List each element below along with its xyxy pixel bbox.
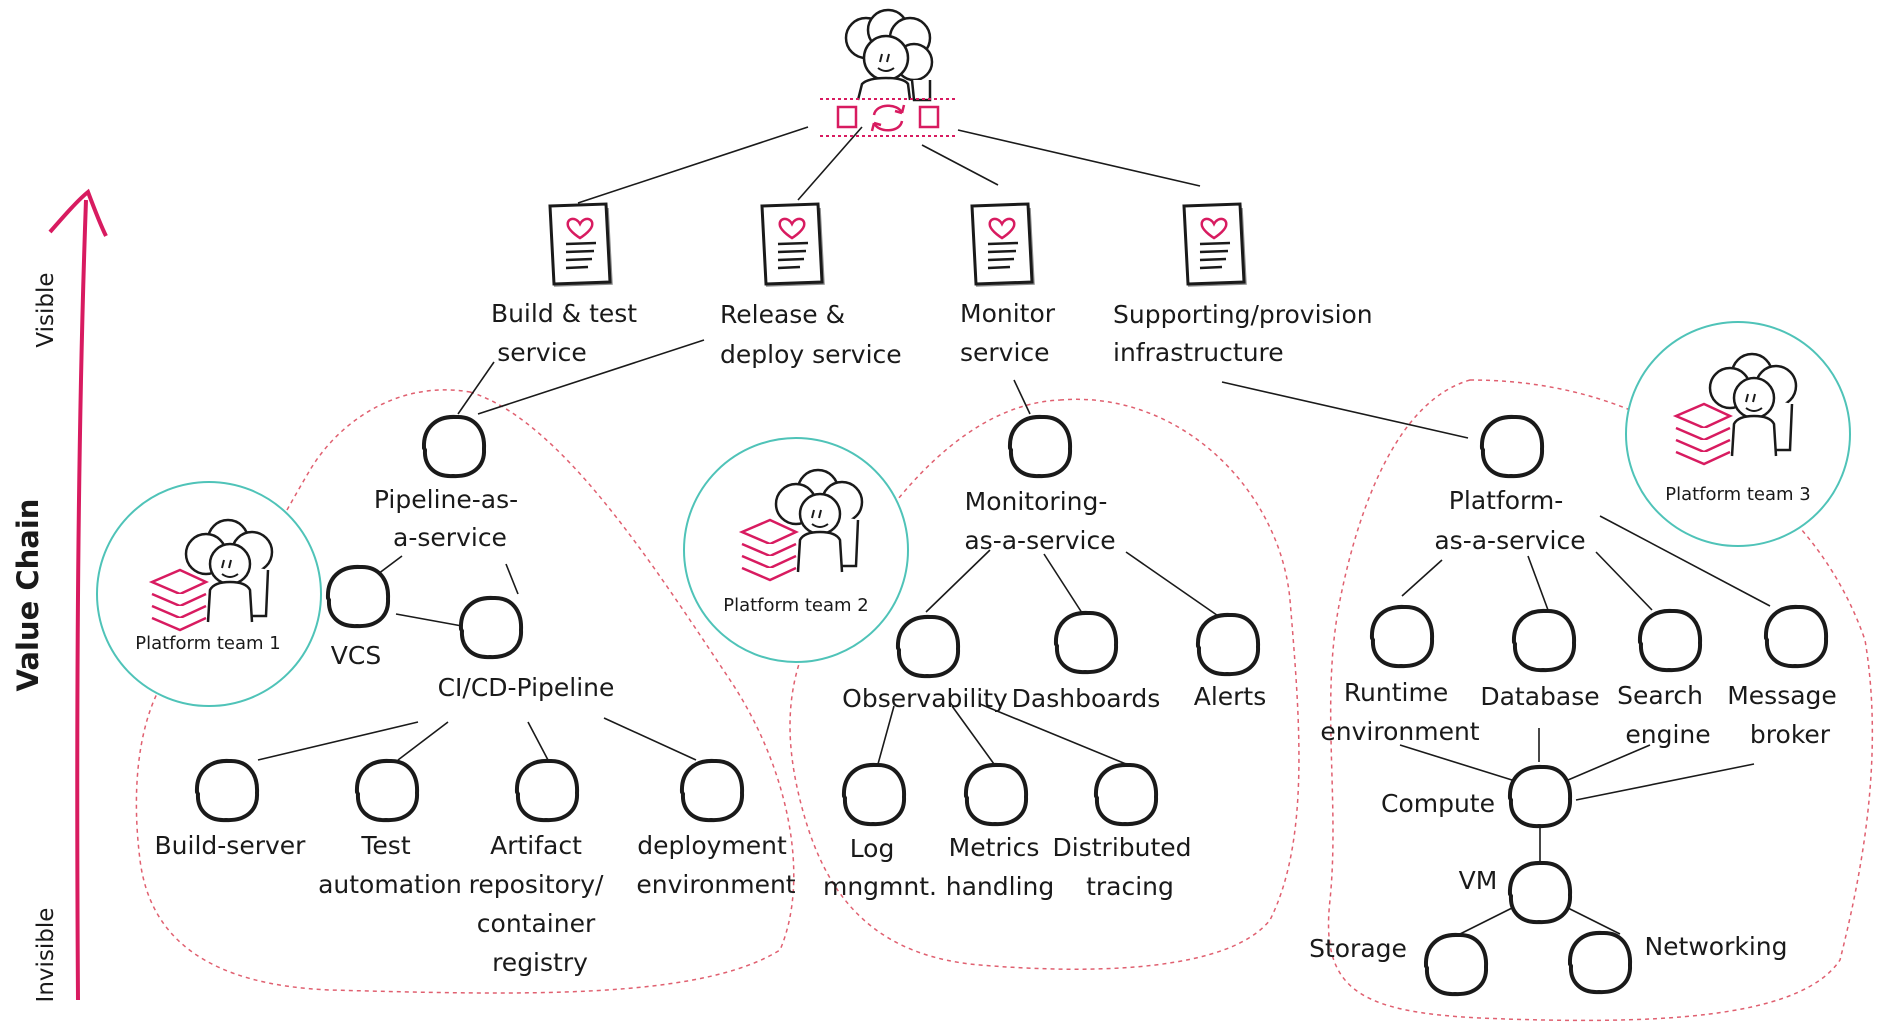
connectors (257, 126, 1771, 935)
axis-top-label: Visible (33, 272, 59, 347)
metrics-node (963, 762, 1029, 827)
pipeline-service-node (421, 414, 487, 479)
cicd-node (458, 595, 524, 660)
search-node (1637, 608, 1703, 673)
pipeline-service-label: Pipeline-as- a-service (374, 485, 526, 552)
cicd-label: CI/CD-Pipeline (438, 673, 615, 702)
networking-label: Networking (1644, 932, 1787, 961)
service-document-icon (1182, 202, 1248, 288)
platform-service-label: Platform- as-a-service (1434, 486, 1585, 555)
compute-label: Compute (1381, 789, 1495, 818)
test-automation-label: Test automation (318, 831, 462, 899)
database-label: Database (1480, 682, 1599, 711)
observability-node (895, 614, 961, 679)
artifact-repo-node (514, 758, 580, 823)
alerts-node (1195, 612, 1261, 677)
storage-label: Storage (1309, 934, 1407, 963)
axis-arrow-line (75, 199, 88, 1001)
service-document-icon (548, 202, 614, 288)
platform-team-1: Platform team 1 (96, 481, 322, 707)
value-chain-axis: Value Chain Visible Invisible (11, 188, 108, 1003)
search-label: Search engine (1617, 681, 1711, 749)
broker-label: Message broker (1727, 681, 1845, 749)
service-label-supporting-infrastructure: Supporting/provision infrastructure (1113, 300, 1381, 367)
artifact-repo-label: Artifact repository/ container registry (469, 831, 612, 977)
build-server-node (194, 758, 260, 823)
vm-label: VM (1459, 866, 1498, 895)
axis-bottom-label: Invisible (33, 908, 59, 1003)
service-label-monitor: Monitor service (960, 299, 1063, 367)
dashboards-label: Dashboards (1012, 684, 1161, 713)
platform-team-2-label: Platform team 2 (723, 595, 869, 616)
observability-label: Observability (842, 684, 1008, 713)
service-label-release-deploy: Release & deploy service (720, 300, 902, 369)
dashboards-node (1053, 610, 1119, 675)
log-mgmt-label: Log mngmnt. (823, 834, 937, 901)
platform-service-node (1479, 414, 1545, 479)
database-node (1511, 608, 1577, 673)
axis-title: Value Chain (11, 499, 45, 692)
runtime-node (1369, 604, 1435, 669)
tracing-node (1093, 762, 1159, 827)
platform-team-1-label: Platform team 1 (135, 633, 281, 654)
compute-node (1507, 764, 1573, 829)
vcs-label: VCS (331, 641, 381, 670)
alerts-label: Alerts (1194, 682, 1267, 711)
deploy-env-label: deployment environment (636, 831, 795, 899)
service-document-icon (970, 202, 1036, 288)
networking-node (1567, 930, 1633, 995)
feedback-loop-icon (820, 98, 956, 137)
deploy-env-node (679, 758, 745, 823)
team-2-boundary (789, 398, 1300, 970)
service-label-build-test: Build & test service (491, 299, 645, 367)
platform-team-3-label: Platform team 3 (1665, 484, 1811, 505)
vm-node (1507, 860, 1573, 925)
axis-arrowhead (48, 188, 108, 237)
tracing-label: Distributed tracing (1053, 833, 1200, 901)
service-document-icon (760, 202, 826, 288)
monitoring-service-label: Monitoring- as-a-service (964, 487, 1115, 555)
test-automation-node (354, 758, 420, 823)
runtime-label: Runtime environment (1320, 678, 1479, 746)
broker-node (1763, 604, 1829, 669)
build-server-label: Build-server (155, 831, 307, 860)
log-mgmt-node (841, 762, 907, 827)
storage-node (1423, 932, 1489, 997)
top-user-icon (844, 8, 934, 102)
metrics-label: Metrics handling (946, 833, 1054, 901)
vcs-node (325, 564, 391, 629)
monitoring-service-node (1007, 414, 1073, 479)
platform-team-3: Platform team 3 (1625, 321, 1851, 547)
platform-team-2: Platform team 2 (683, 437, 909, 663)
